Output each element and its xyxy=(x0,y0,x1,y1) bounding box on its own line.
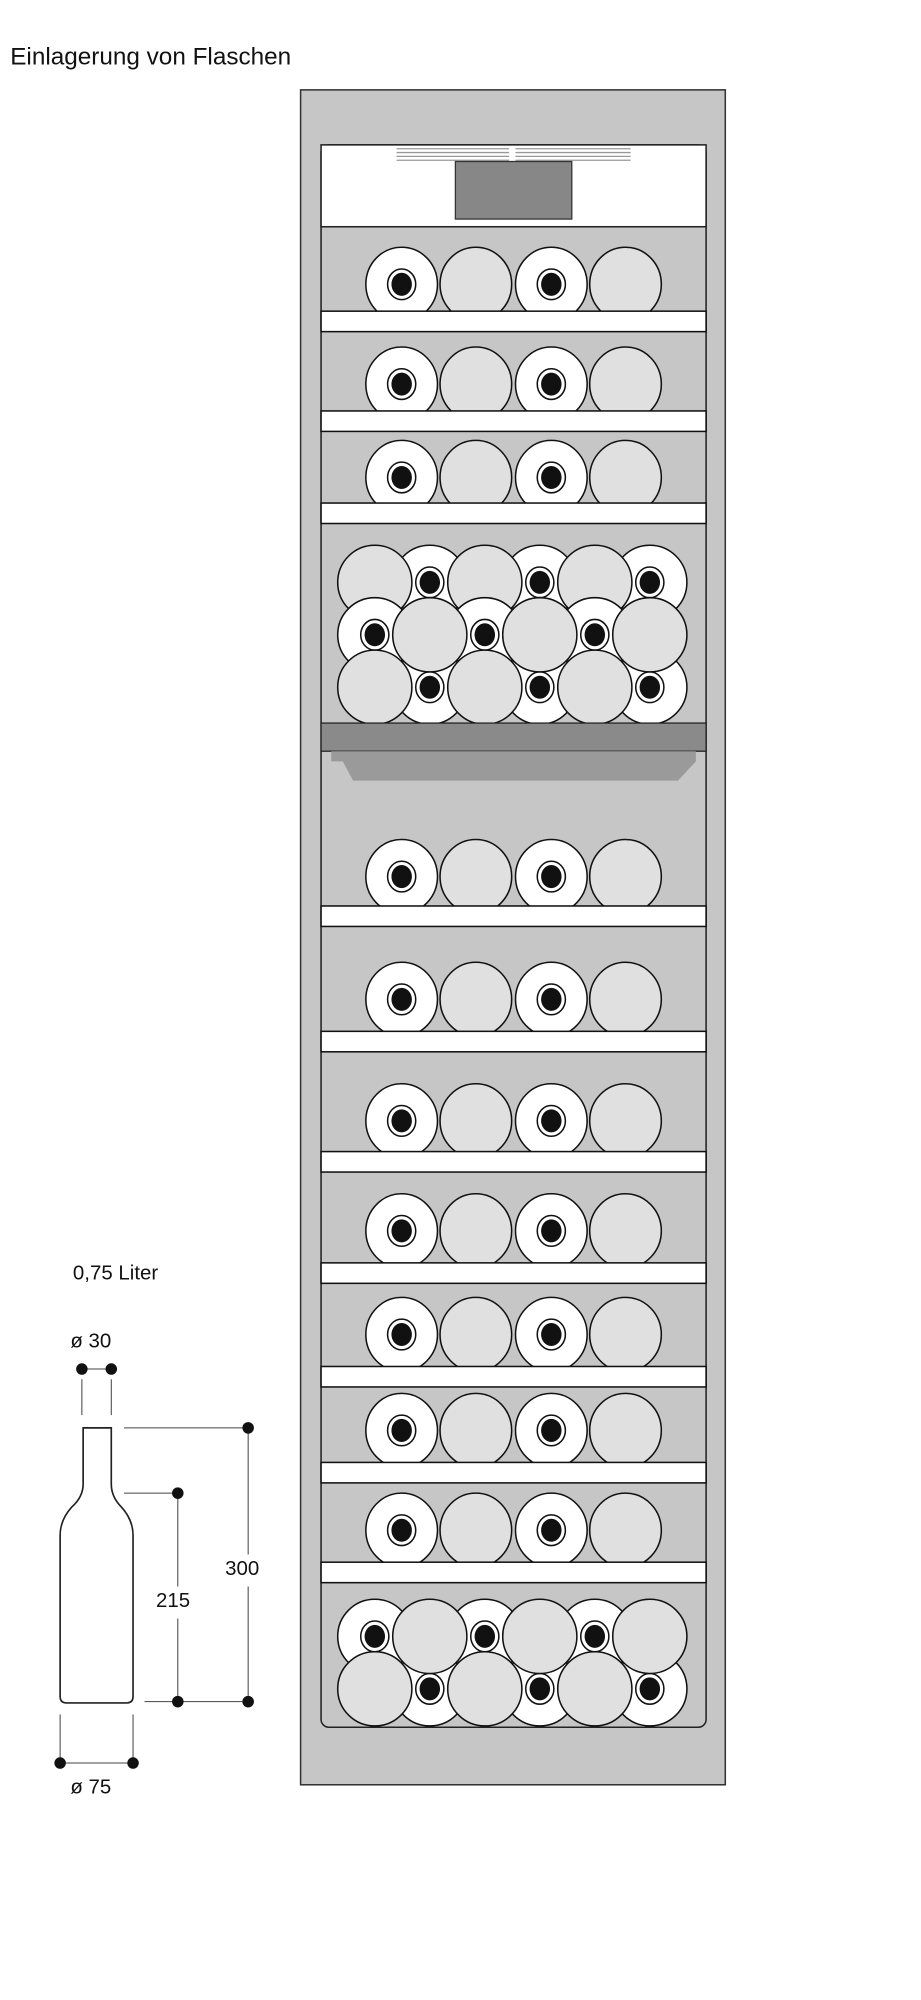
bottle-neck-end xyxy=(556,596,633,673)
body-diameter-label: ø 75 xyxy=(70,1776,111,1799)
bottle-base-end xyxy=(391,596,468,673)
bottle-base-end xyxy=(588,1392,663,1469)
bottle-neck-end xyxy=(514,346,588,422)
bottle-base-end xyxy=(446,1650,523,1727)
bottle-base-end xyxy=(588,1296,663,1373)
bottle-rack xyxy=(336,246,688,1727)
bottle-neck-end xyxy=(514,1296,588,1373)
bottle-neck-end xyxy=(365,838,439,915)
divider-light xyxy=(331,751,696,781)
bottle-neck-end xyxy=(391,1650,468,1727)
wine-cabinet xyxy=(299,89,727,1786)
bottle-base-end xyxy=(611,596,688,673)
bottle-base-end xyxy=(611,1598,688,1675)
bottle-base-end xyxy=(439,246,513,323)
bottle-neck-end xyxy=(365,246,439,323)
zone-divider xyxy=(320,722,707,752)
bottle-base-end xyxy=(439,961,513,1038)
bottle-base-end xyxy=(336,1650,413,1727)
shoulder-height-label: 215 xyxy=(156,1589,190,1612)
bottle-outline xyxy=(59,1427,134,1704)
bottle-neck-end xyxy=(336,596,413,673)
bottle-neck-end xyxy=(514,439,588,516)
shelf xyxy=(320,310,707,333)
bottle-base-end xyxy=(556,649,633,726)
shelf xyxy=(320,1150,707,1173)
neck-diameter-label: ø 30 xyxy=(70,1329,111,1352)
bottle-base-end xyxy=(439,1083,513,1159)
bottle-neck-end xyxy=(336,1598,413,1675)
shelf xyxy=(320,1365,707,1388)
bottle-base-end xyxy=(556,1650,633,1727)
bottle-base-end xyxy=(446,649,523,726)
bottle-base-end xyxy=(439,1296,513,1373)
bottle-neck-end xyxy=(514,1083,588,1159)
shelf xyxy=(320,905,707,928)
bottle-neck-end xyxy=(514,1492,588,1569)
bottle-neck-end xyxy=(514,1193,588,1269)
bottle-neck-end xyxy=(611,649,688,726)
bottle-neck-end xyxy=(514,961,588,1038)
shelf xyxy=(320,1461,707,1484)
bottle-dimensions: 0,75 Liter ø 30 300 215 ø 75 xyxy=(54,1261,259,1799)
shelves xyxy=(320,310,707,1584)
bottle-neck-end xyxy=(365,1296,439,1373)
bottle-neck-end xyxy=(501,649,578,726)
bottle-neck-end xyxy=(514,246,588,323)
bottle-neck-end xyxy=(365,1492,439,1569)
bottle-neck-end xyxy=(514,838,588,915)
bottle-base-end xyxy=(588,346,663,422)
bottle-neck-end xyxy=(365,1392,439,1469)
bottle-base-end xyxy=(588,838,663,915)
bottle-base-end xyxy=(439,1392,513,1469)
volume-label: 0,75 Liter xyxy=(73,1261,158,1284)
bottle-base-end xyxy=(391,1598,468,1675)
bottle-neck-end xyxy=(365,1193,439,1269)
dimension-dots xyxy=(54,1363,254,1769)
bottle-neck-end xyxy=(365,961,439,1038)
bottle-neck-end xyxy=(365,346,439,422)
shelf xyxy=(320,502,707,525)
bottle-base-end xyxy=(588,1492,663,1569)
bottle-base-end xyxy=(439,838,513,915)
shelf xyxy=(320,1030,707,1053)
bottle-base-end xyxy=(439,1492,513,1569)
bottle-base-end xyxy=(439,346,513,422)
shelf xyxy=(320,1561,707,1584)
bottle-neck-end xyxy=(514,1392,588,1469)
bottle-base-end xyxy=(588,1083,663,1159)
bottle-neck-end xyxy=(365,439,439,516)
bottle-neck-end xyxy=(501,544,578,621)
bottle-neck-end xyxy=(391,544,468,621)
page-title: Einlagerung von Flaschen xyxy=(10,43,291,70)
display-screen xyxy=(454,160,573,220)
bottle-base-end xyxy=(501,1598,578,1675)
bottle-base-end xyxy=(336,649,413,726)
bottle-neck-end xyxy=(611,1650,688,1727)
height-label: 300 xyxy=(225,1557,259,1580)
bottle-base-end xyxy=(501,596,578,673)
bottle-base-end xyxy=(588,1193,663,1269)
shelf xyxy=(320,410,707,433)
bottle-neck-end xyxy=(365,1083,439,1159)
vent-lines xyxy=(396,148,631,161)
shelf xyxy=(320,1262,707,1285)
bottle-base-end xyxy=(439,1193,513,1269)
bottle-base-end xyxy=(588,961,663,1038)
bottle-base-end xyxy=(588,246,663,323)
